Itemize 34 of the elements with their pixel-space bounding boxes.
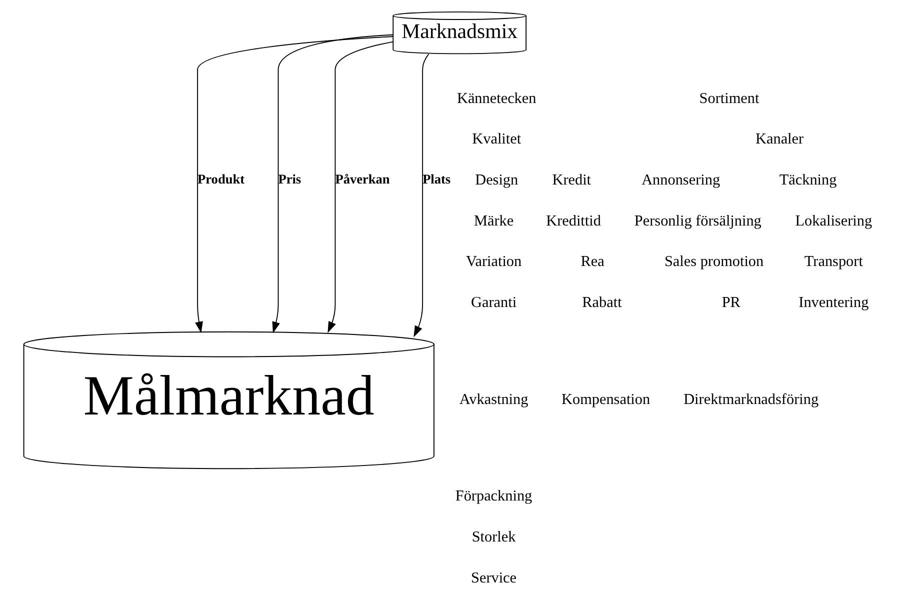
edge-label: Produkt <box>197 171 244 186</box>
edge-label: Pris <box>278 171 301 186</box>
label: Rabatt <box>582 294 622 312</box>
label: Täckning <box>778 172 836 189</box>
label: Annonsering <box>641 172 720 189</box>
label: Kvalitet <box>472 130 521 148</box>
label: Rea <box>580 253 604 270</box>
label: Sortiment <box>698 90 759 107</box>
label: Kredit <box>552 172 591 189</box>
label: Design <box>474 172 518 189</box>
label: Kanaler <box>755 130 804 148</box>
label: Direktmarknadsföring <box>683 390 818 408</box>
arrow <box>413 54 429 338</box>
arrow <box>194 36 394 334</box>
label: Inventering <box>798 294 868 312</box>
label: Märke <box>473 212 514 230</box>
edge-label: Påverkan <box>334 171 390 186</box>
label: Kännetecken <box>456 90 536 107</box>
arrow <box>272 34 394 334</box>
label: Förpackning <box>454 488 532 505</box>
arrow <box>327 41 394 334</box>
edge-label: Plats <box>422 171 450 186</box>
label: Service <box>470 569 516 586</box>
label: Storlek <box>471 528 516 546</box>
label: Kompensation <box>561 390 650 408</box>
label: Sales promotion <box>664 253 764 270</box>
label: Garanti <box>470 294 516 312</box>
label: Personlig försäljning <box>634 212 761 230</box>
label: Variation <box>465 253 522 270</box>
label: Lokalisering <box>794 212 872 230</box>
label: Transport <box>804 253 862 270</box>
label: Kredittid <box>546 212 600 230</box>
label: Avkastning <box>458 390 528 408</box>
label: PR <box>721 294 740 312</box>
